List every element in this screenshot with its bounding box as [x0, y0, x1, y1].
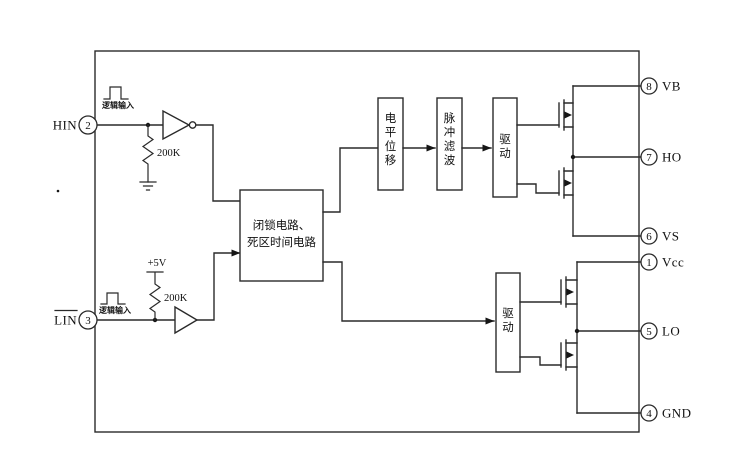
pin-2-number: 2 [85, 120, 91, 132]
buffer-output-wire [196, 249, 241, 321]
pin-vb-label: VB [662, 79, 681, 94]
hin-input-channel: 逻辑输入 200K [96, 86, 241, 202]
mosfet-body-arrow-icon [566, 351, 574, 359]
drive-low-label: 驱动 [502, 307, 514, 334]
pin-8-circle [640, 77, 658, 95]
lin-input-channel: 逻辑输入 +5V 200K [96, 249, 241, 335]
mosfet-stubs [563, 170, 574, 196]
pulse-waveform-icon [103, 86, 129, 100]
inverter-triangle-icon [162, 109, 191, 141]
logic-input-annotation-bottom: 逻辑输入 [98, 305, 131, 315]
pin-ho-label: HO [662, 150, 682, 165]
stray-mark [56, 189, 60, 193]
latch-deadtime-block: 闭锁电路、 死区时间电路 [239, 147, 495, 325]
lo-node-dot [574, 328, 580, 334]
pin-1-circle [640, 253, 658, 271]
mosfet-body-arrow-icon [564, 111, 572, 119]
hin-inverter [162, 109, 241, 202]
drive-low-block: 驱动 [495, 272, 562, 373]
resistor-zigzag [141, 124, 155, 183]
ic-boundary-box [94, 50, 640, 433]
level-shift-block: 电平位移 [377, 97, 404, 191]
pin-4-number: 4 [646, 408, 652, 420]
ho-node-dot [570, 154, 576, 160]
pin-1-number: 1 [646, 257, 652, 269]
logic-input-annotation-top: 逻辑输入 [101, 100, 134, 110]
level-shift-label: 电平位移 [385, 112, 397, 167]
drive-high-label: 驱动 [499, 133, 511, 160]
lin-pullup-resistor: +5V 200K [146, 258, 188, 321]
high-side-mosfet-bottom [558, 167, 574, 199]
pin-8-vb: 8 VB [640, 77, 681, 95]
inverter-output-wire [195, 124, 241, 202]
pulse-filter-label: 脉冲滤波 [444, 111, 456, 167]
pin-3-lin: LIN 3 [54, 309, 98, 330]
pin-5-circle [640, 322, 658, 340]
ground-icon [139, 181, 157, 191]
lin-buffer [174, 249, 241, 335]
inverter-bubble-icon [188, 121, 197, 129]
pin-3-number: 3 [85, 315, 91, 327]
drive-low-box [495, 272, 521, 373]
pin-2-circle [78, 115, 98, 135]
pin-7-number: 7 [646, 152, 652, 164]
hin-pulldown-resistor: 200K [139, 124, 181, 191]
pin-vcc-label: Vcc [662, 255, 684, 270]
pulse-waveform-icon [100, 292, 126, 305]
mosfet-stubs [565, 279, 578, 305]
lin-resistor-value: 200K [164, 293, 188, 304]
pin-6-number: 6 [646, 231, 652, 243]
latch-to-levelshift-wire [322, 147, 379, 213]
pin-8-number: 8 [646, 81, 652, 93]
supply-5v-label: +5V [148, 258, 167, 269]
pin-vs-label: VS [662, 229, 679, 244]
mosfet-stubs [563, 102, 574, 128]
pin-gnd-label: GND [662, 406, 691, 421]
high-side-mosfet-top [558, 99, 574, 131]
mosfet-body-arrow-icon [564, 179, 572, 187]
low-side-mosfet-bottom [560, 339, 578, 371]
pin-3-circle [78, 310, 98, 330]
pin-6-circle [640, 227, 658, 245]
pulse-filter-block: 脉冲滤波 [436, 97, 463, 191]
drive-high-box [492, 97, 518, 198]
pin-7-circle [640, 148, 658, 166]
pulse-filter-box [436, 97, 463, 191]
pin-lo-label: LO [662, 324, 680, 339]
latch-to-drivelow-wire [322, 261, 495, 325]
low-side-mosfet-top [560, 276, 578, 308]
pin-2-hin: HIN 2 [53, 115, 98, 135]
pin-lin-label: LIN [54, 313, 77, 328]
latch-box [239, 189, 324, 282]
latch-label-line2: 死区时间电路 [247, 235, 316, 249]
pin-5-number: 5 [646, 326, 652, 338]
pin-hin-label: HIN [53, 118, 78, 133]
pin-6-vs: 6 VS [640, 227, 679, 245]
mosfet-stubs [565, 342, 578, 368]
hin-resistor-value: 200K [157, 148, 181, 159]
pin-4-circle [640, 404, 658, 422]
pin-5-lo: 5 LO [640, 322, 680, 340]
buffer-triangle-icon [174, 305, 199, 335]
resistor-zigzag [146, 271, 164, 321]
drivelow-gate2-wire [519, 356, 562, 366]
latch-label-line1: 闭锁电路、 [253, 218, 311, 232]
pin-1-vcc: 1 Vcc [640, 253, 684, 271]
drivehigh-gate2-wire [516, 183, 560, 194]
level-shift-box [377, 97, 404, 191]
pin-4-gnd: 4 GND [640, 404, 691, 422]
mosfet-body-arrow-icon [566, 288, 574, 296]
drive-high-block: 驱动 [492, 97, 560, 198]
pin-7-ho: 7 HO [640, 148, 682, 166]
